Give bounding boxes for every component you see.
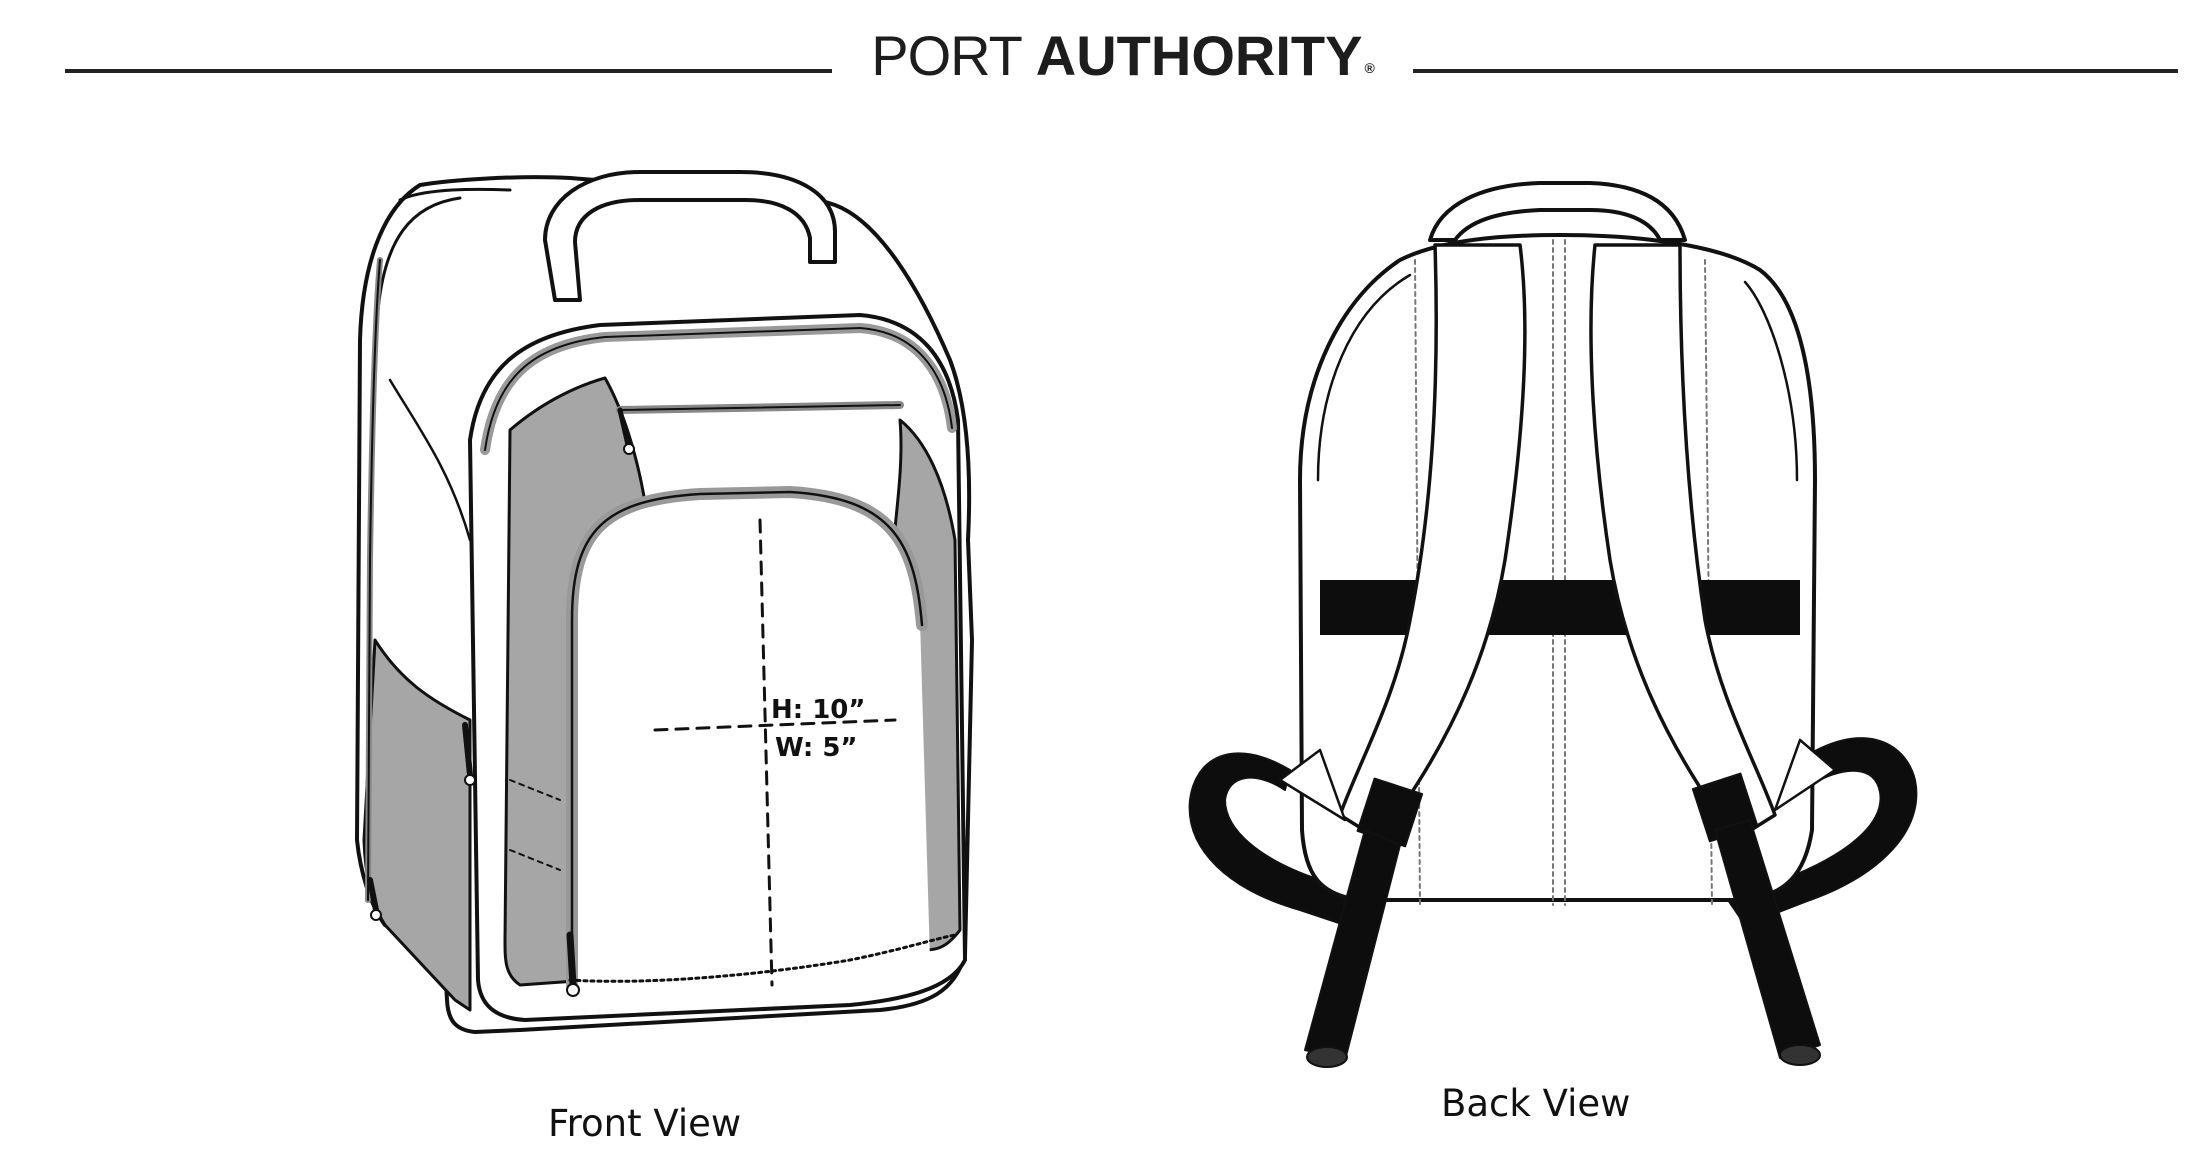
- brand-logo: PORT AUTHORITY ®: [850, 20, 1395, 90]
- back-chest-band: [1320, 580, 1800, 635]
- front-pocket-zipper-line: [484, 327, 953, 451]
- front-bottom-zipper-pull: [566, 931, 577, 989]
- back-view-drawing: [1188, 181, 1918, 1068]
- front-side-zipper-line: [367, 259, 381, 901]
- front-bottom-zipper-pull-ring: [566, 983, 580, 997]
- front-top-handle: [543, 170, 837, 302]
- brand-header: PORT AUTHORITY ®: [0, 14, 2208, 87]
- front-view-drawing: H: 10” W: 5”: [355, 170, 974, 1034]
- front-view-caption: Front View: [548, 1102, 742, 1145]
- brand-name-light: PORT: [871, 23, 1023, 87]
- dimension-height-line: [758, 518, 774, 987]
- dimension-height-label: H: 10”: [771, 695, 865, 725]
- back-view-caption: Back View: [1441, 1082, 1631, 1125]
- front-left-zipper-pull-ring: [370, 909, 382, 921]
- brand-name-bold: AUTHORITY: [1035, 23, 1363, 87]
- dimension-width-line: [653, 718, 897, 732]
- back-body-inner-edge: [1316, 273, 1799, 482]
- registered-mark: ®: [1364, 60, 1374, 76]
- back-right-webbing: [1714, 819, 1821, 1059]
- front-left-zipper-pull: [367, 877, 379, 913]
- header-rule-left: [65, 69, 832, 73]
- front-main-zipper: [376, 187, 512, 312]
- dimension-width-label: W: 5”: [775, 733, 858, 763]
- front-body-crease: [388, 378, 472, 542]
- front-bottom-seam: [568, 933, 957, 983]
- front-upper-zipper-pull-ring: [623, 443, 635, 455]
- back-left-strap-tab: [1278, 748, 1347, 822]
- back-left-webbing-end: [1306, 1046, 1348, 1068]
- header-rule-right: [1413, 69, 2178, 73]
- front-arched-pocket-zipper-line: [570, 490, 924, 987]
- front-upper-zipper-pull: [617, 407, 631, 448]
- front-mid-zipper-pull: [462, 722, 473, 778]
- back-right-strap-tab: [1773, 738, 1837, 812]
- front-side-stitch-2: [509, 849, 561, 871]
- front-mid-zipper-pull-ring: [464, 774, 476, 786]
- front-upper-pocket-zipper-line: [619, 404, 901, 411]
- back-right-webbing-end: [1779, 1044, 1821, 1066]
- back-top-handle: [1428, 181, 1687, 242]
- front-side-stitch-1: [509, 779, 561, 801]
- front-arched-pocket: [575, 495, 930, 990]
